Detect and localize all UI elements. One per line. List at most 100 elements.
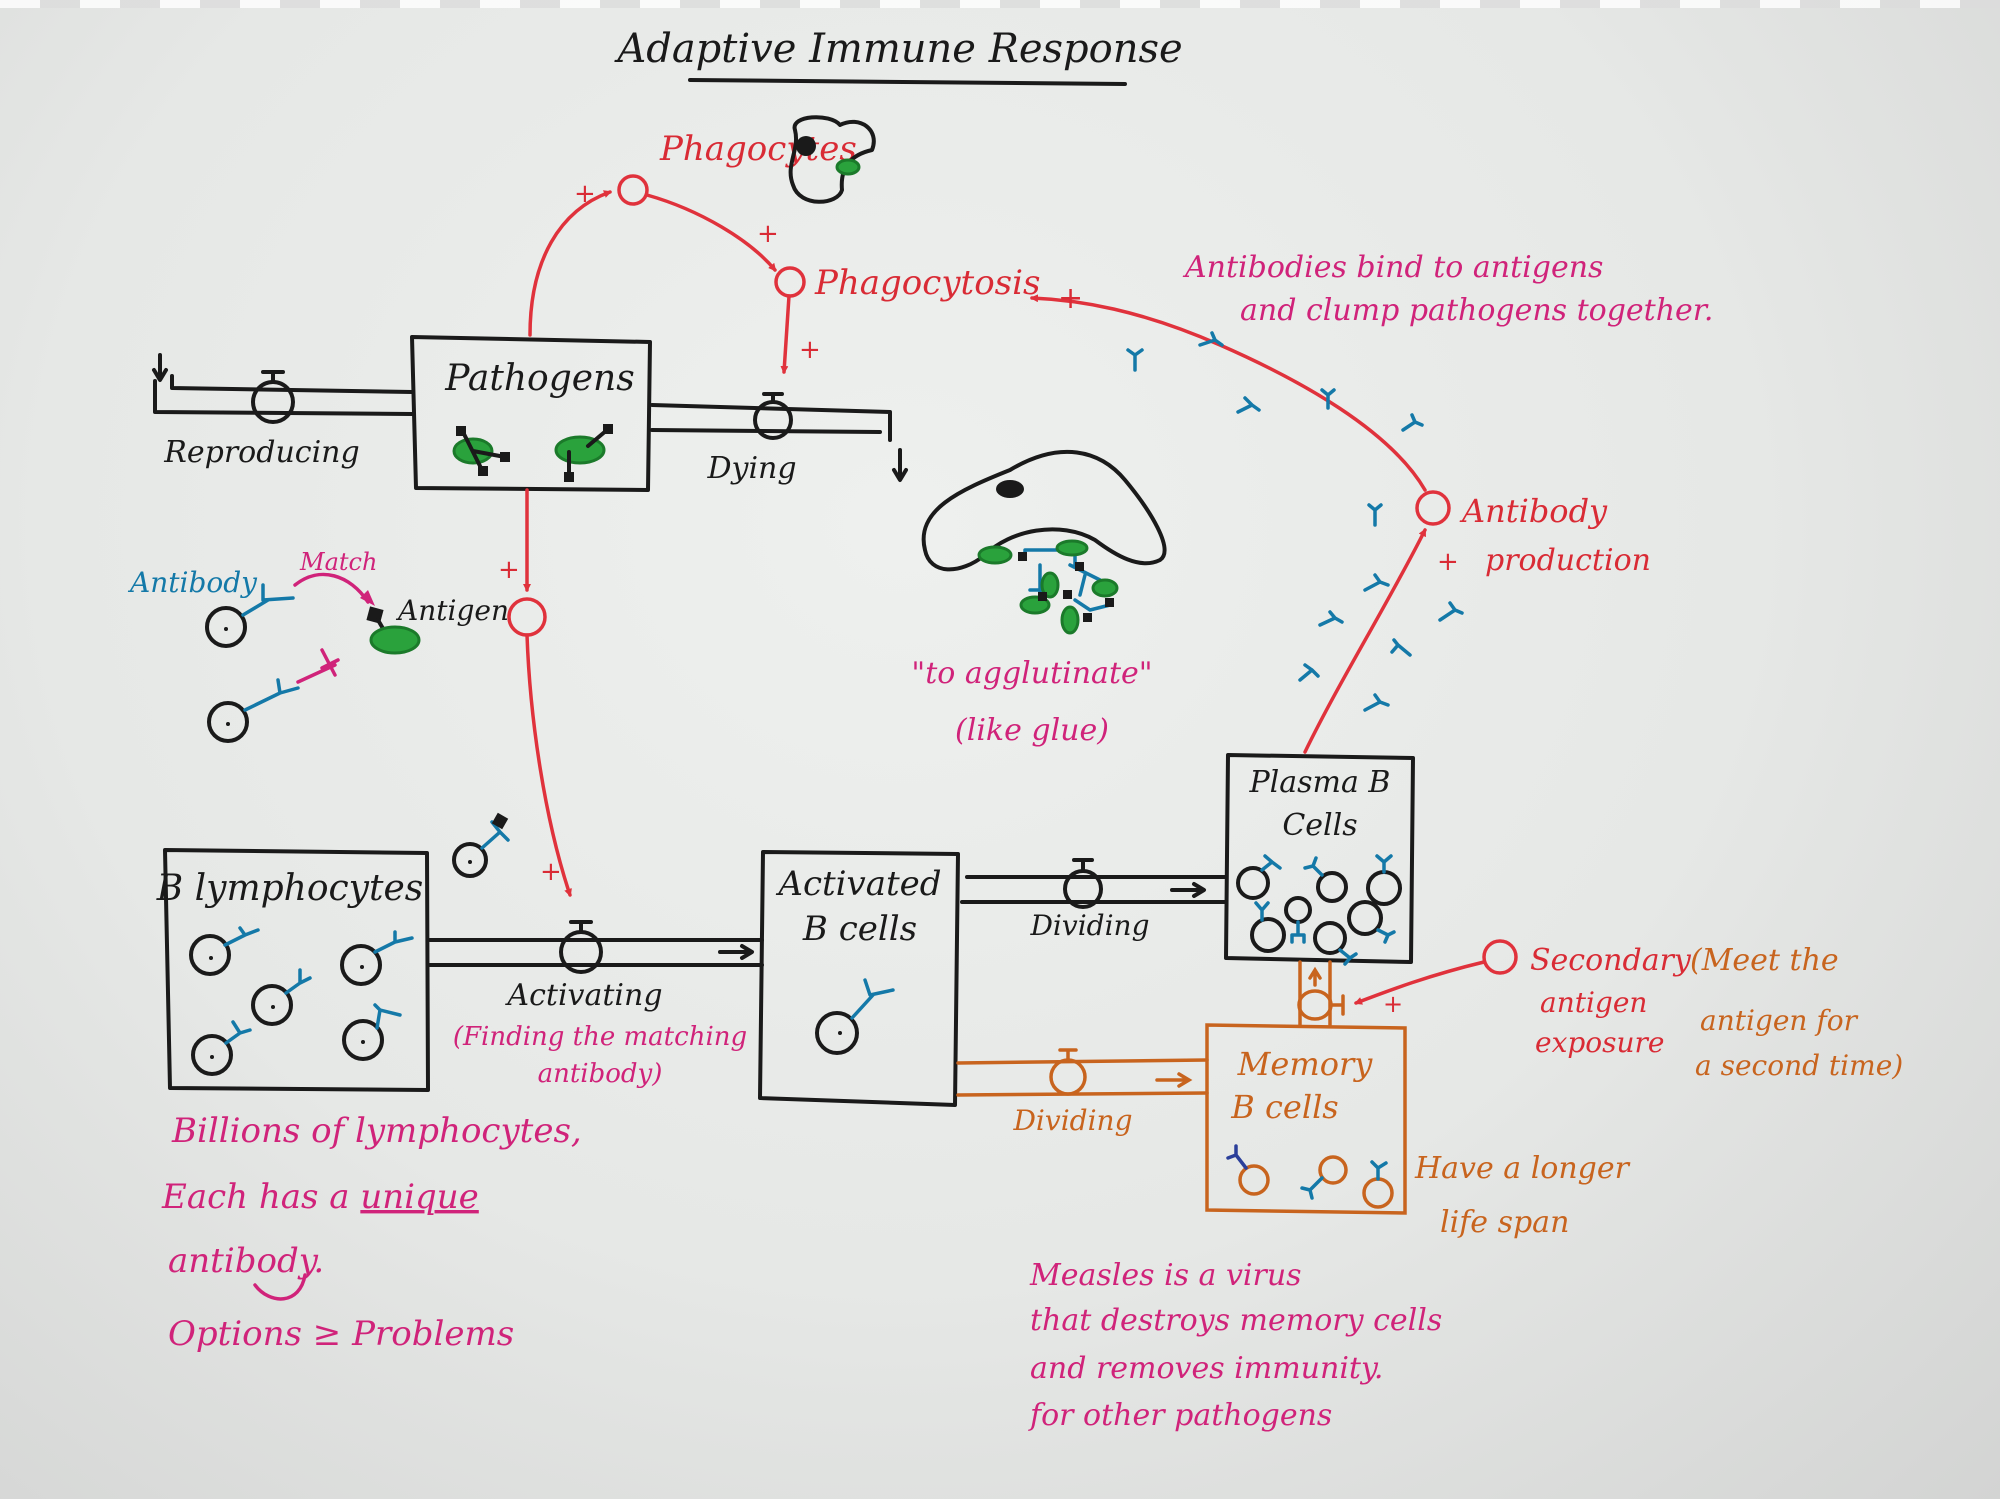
stock-memory-b-cells[interactable]: Memory B cells	[1205, 1023, 1407, 1215]
legend-antibody-antigen: Antibody Match Antigen	[127, 548, 509, 743]
annotation-line: antibody.	[168, 1241, 324, 1281]
whiteboard-top-edge	[0, 0, 2000, 8]
stock-pathogens[interactable]: Pathogens	[410, 335, 652, 492]
cloud-sink-arrow	[892, 448, 908, 482]
free-antibodies	[1126, 331, 1464, 712]
link-phagocytes-to-phagocytosis: +	[645, 193, 779, 272]
annotation-line: life span	[1440, 1205, 1569, 1240]
pathogen-icon	[1040, 571, 1060, 599]
b-cell-icon	[207, 701, 249, 743]
antibody-icon	[1438, 601, 1464, 622]
agglutination-illustration	[921, 449, 1167, 635]
stock-plasma-b-cells[interactable]: Plasma B Cells	[1224, 753, 1415, 966]
plasma-cell-icon	[1236, 866, 1270, 900]
annotation-line: and removes immunity.	[1030, 1351, 1383, 1386]
flow-dividing-plasma-label: Dividing	[1029, 909, 1149, 942]
flow-dying-label: Dying	[706, 451, 796, 486]
variable-antigen-presence[interactable]	[507, 597, 547, 637]
plasma-cell-icon	[1250, 917, 1286, 953]
annotation-second-time: (Meet the antigen for a second time)	[1690, 943, 1903, 1082]
antibody-icon	[1363, 693, 1390, 712]
antibody-icon	[1390, 638, 1412, 657]
annotation-line: for other pathogens	[1028, 1398, 1332, 1433]
memory-cell-icon	[1318, 1155, 1348, 1185]
link-phagocytosis-to-dying: +	[780, 294, 821, 374]
annotation-billions: Billions of lymphocytes, Each has a uniq…	[161, 1111, 582, 1354]
b-cell-icon	[205, 606, 247, 648]
polarity-plus: +	[1058, 281, 1083, 316]
b-cell-icon	[340, 930, 414, 986]
antibody-icon	[1298, 663, 1320, 682]
flow-activating-note: (Finding the matching	[453, 1022, 747, 1052]
antibody-icon	[1126, 348, 1144, 372]
valve-icon	[1049, 1048, 1087, 1096]
annotation-connector	[253, 1273, 307, 1301]
link-variable-to-activating: +	[525, 633, 572, 897]
variable-phagocytosis[interactable]: Phagocytosis	[774, 263, 1040, 303]
link-secondary-to-memory-flow: +	[1354, 960, 1486, 1018]
stock-b-lymphocytes[interactable]: B lymphocytes	[156, 848, 430, 1092]
flow-dying[interactable]: Dying	[650, 392, 908, 486]
stock-memory-b-cells-label: B cells	[1230, 1088, 1338, 1126]
antibody-icon	[1198, 331, 1224, 347]
variable-antibody-production-label: Antibody	[1459, 492, 1608, 530]
legend-antigen-label: Antigen	[395, 594, 509, 627]
flow-dividing-memory[interactable]: Dividing	[956, 1048, 1209, 1137]
flow-activating[interactable]: Activating (Finding the matching antibod…	[428, 920, 764, 1089]
match-arrow	[293, 572, 370, 604]
annotation-line: Billions of lymphocytes,	[171, 1111, 582, 1151]
b-cell-icon	[815, 978, 895, 1055]
flow-direction-arrow	[1155, 1072, 1193, 1088]
flow-reproducing[interactable]: Reproducing	[152, 353, 414, 470]
polarity-plus: +	[799, 335, 821, 365]
variable-secondary-antigen-exposure[interactable]: Secondary antigen exposure	[1482, 939, 1692, 1059]
memory-cell-icon	[1238, 1164, 1270, 1196]
annotation-agglutinate: "to agglutinate" (like glue)	[911, 656, 1152, 748]
stock-activated-b-cells-label: B cells	[802, 909, 917, 949]
b-cell-with-antigen-icon	[452, 812, 510, 878]
plasma-cell-icon	[1316, 871, 1348, 903]
flow-dividing-plasma[interactable]: Dividing	[960, 858, 1227, 942]
pathogen-icon	[1091, 578, 1119, 598]
plasma-cell-icon	[1366, 870, 1402, 906]
valve-icon	[753, 392, 793, 440]
flow-activating-note: antibody)	[538, 1059, 663, 1089]
polarity-plus: +	[574, 179, 596, 209]
pathogen-icon	[554, 424, 613, 482]
antibody-icon	[1363, 573, 1390, 592]
valve-icon	[559, 920, 603, 974]
variable-phagocytes[interactable]: Phagocytes	[617, 129, 857, 206]
link-plasma-to-antibody-production: +	[1303, 528, 1459, 754]
stock-activated-b-cells[interactable]: Activated B cells	[758, 850, 960, 1107]
flow-memory-to-plasma[interactable]	[1297, 960, 1345, 1027]
nucleus-icon	[796, 136, 816, 156]
valve-icon	[1063, 858, 1103, 909]
flow-direction-arrow	[1170, 882, 1206, 898]
link-pathogens-to-phagocytes: +	[528, 179, 612, 337]
annotation-line: a second time)	[1695, 1049, 1903, 1082]
no-match-icon	[296, 648, 340, 684]
stock-memory-b-cells-label: Memory	[1237, 1045, 1374, 1083]
b-cell-icon	[342, 1003, 402, 1061]
annotation-line: antigen for	[1700, 1004, 1859, 1037]
annotation-longer-life: Have a longer life span	[1414, 1151, 1631, 1240]
annotation-line: Measles is a virus	[1029, 1258, 1302, 1293]
antibody-icon	[1320, 388, 1336, 410]
stock-plasma-b-cells-label: Plasma B	[1249, 765, 1391, 800]
variable-secondary-label: Secondary	[1530, 943, 1692, 978]
variable-antibody-production[interactable]: Antibody production	[1415, 490, 1651, 578]
valve-icon	[1297, 989, 1345, 1021]
antibody-icon	[1318, 610, 1344, 627]
pathogen-icon	[369, 625, 421, 655]
antibody-icon	[241, 583, 295, 617]
antibody-icon	[1236, 396, 1261, 414]
annotation-antibodies-bind: Antibodies bind to antigens and clump pa…	[1182, 250, 1713, 328]
flow-activating-label: Activating	[504, 978, 662, 1013]
antibody-icon	[1367, 503, 1383, 527]
flow-dividing-memory-label: Dividing	[1012, 1104, 1132, 1137]
variable-phagocytes-label: Phagocytes	[659, 129, 857, 169]
variable-antibody-production-label: production	[1485, 543, 1651, 578]
phagocyte-illustration	[788, 115, 876, 204]
plasma-cell-icon	[1347, 900, 1383, 936]
flow-direction-arrow	[718, 944, 754, 960]
